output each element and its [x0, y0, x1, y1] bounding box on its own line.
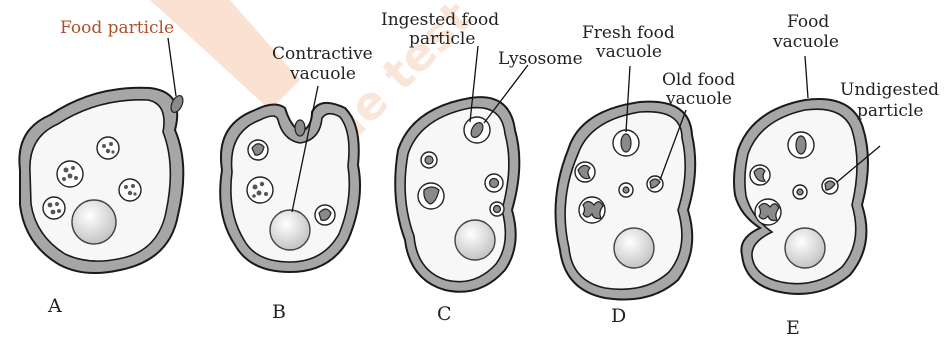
ingested-food-label-2: particle — [409, 29, 475, 49]
undigested-particle-label-2: particle — [857, 101, 923, 121]
old-food-vacuole-label-2: vacuole — [665, 89, 732, 109]
contractive-vacuole-label-1: Contractive — [272, 44, 373, 64]
fresh-food-vacuole-label-1: Fresh food — [582, 23, 675, 43]
food-particle-label: Food particle — [60, 18, 174, 38]
undigested-particle-label-1: Undigested — [840, 80, 939, 100]
ingested-food-label-1: Ingested food — [381, 10, 499, 30]
contractive-vacuole-label-2: vacuole — [289, 64, 356, 84]
food-vacuole-label-1: Food — [787, 12, 829, 32]
fresh-food-vacuole-label-2: vacuole — [595, 42, 662, 62]
lysosome-label: Lysosome — [498, 49, 583, 69]
stage-label-b: B — [272, 301, 286, 323]
stage-label-e: E — [786, 317, 800, 337]
stage-label-a: A — [47, 295, 62, 317]
cell-e: Food vacuole Undigested particle E — [734, 12, 939, 337]
food-vacuole-label-2: vacuole — [772, 32, 839, 52]
stage-label-c: C — [437, 303, 452, 325]
cell-a: Food particle A — [19, 18, 185, 317]
old-food-vacuole-label-1: Old food — [662, 70, 735, 90]
stage-label-d: D — [611, 305, 626, 327]
